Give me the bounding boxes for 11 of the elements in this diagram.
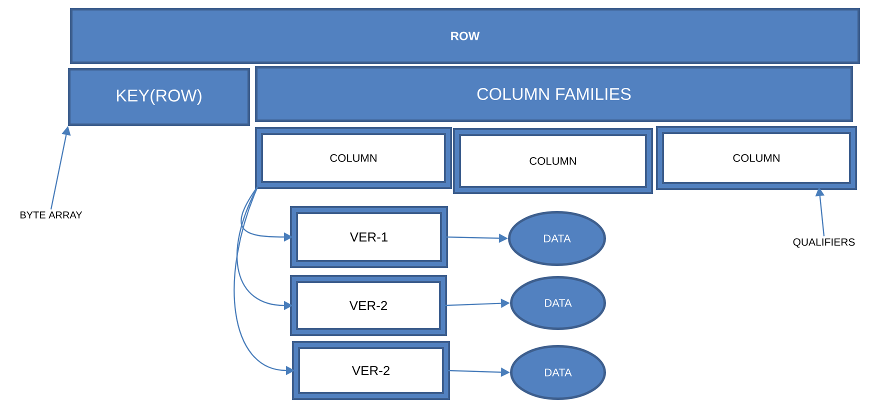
header-band: COLUMN FAMILIES	[255, 66, 853, 122]
version-box: VER-2	[290, 275, 447, 336]
column-box: COLUMN	[453, 128, 653, 194]
note-text: BYTE ARRAY	[20, 212, 82, 218]
key-box: KEY(ROW)	[68, 68, 250, 126]
note-text: QUALIFIERS	[793, 238, 855, 248]
version-box: VER-2	[292, 341, 450, 400]
column-box: COLUMN	[255, 127, 452, 189]
header-band: ROW	[70, 8, 860, 64]
version-box: VER-1	[290, 206, 448, 268]
column-box: COLUMN	[656, 126, 857, 190]
